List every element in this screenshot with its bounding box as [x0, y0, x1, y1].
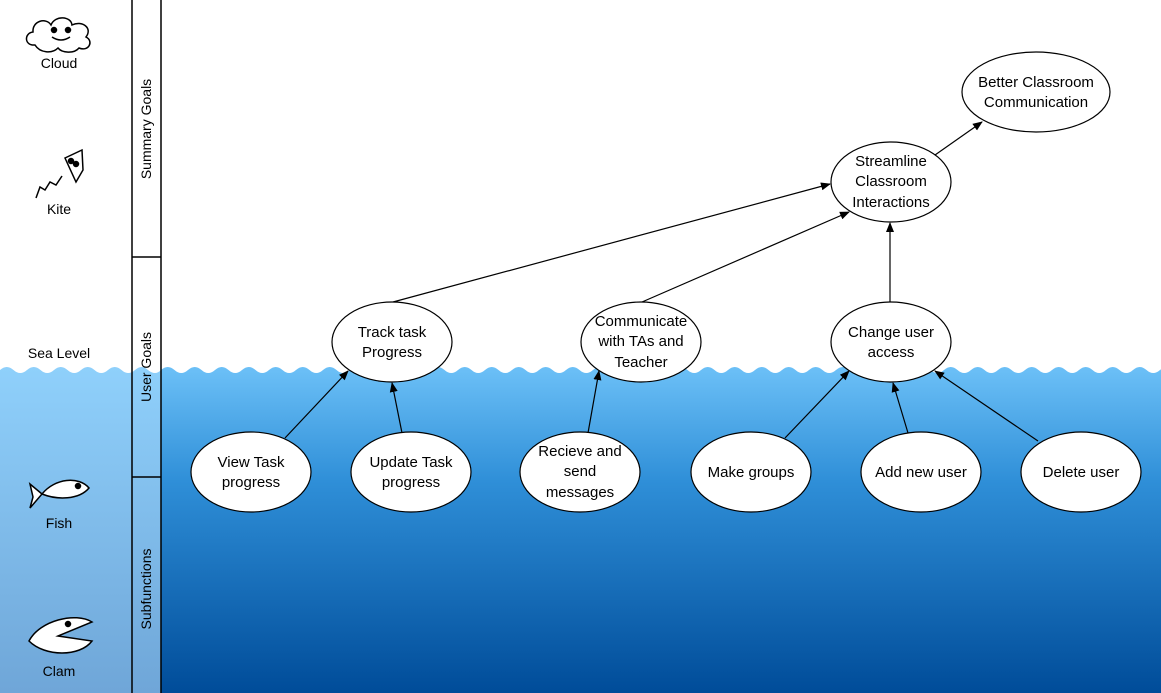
label-change-2: access — [868, 344, 915, 361]
label-streamline-2: Classroom — [855, 173, 927, 190]
edge-deleteuser-to-change — [934, 370, 1039, 442]
kite-icon — [35, 148, 84, 199]
label-deleteuser: Delete user — [1043, 464, 1120, 481]
label-better-1: Better Classroom — [978, 74, 1094, 91]
edges — [284, 121, 1039, 442]
node-labels: Better Classroom Communication Streamlin… — [218, 74, 1120, 501]
edge-track-to-streamline — [392, 182, 831, 303]
edge-makegroups-to-change — [784, 370, 850, 439]
label-better-2: Communication — [984, 94, 1088, 111]
edge-adduser-to-change — [891, 382, 909, 434]
label-communicate-1: Communicate — [595, 313, 688, 330]
goal-better-classroom-communication — [961, 51, 1111, 133]
edge-streamline-to-better — [934, 121, 983, 156]
edge-update-to-track — [389, 382, 403, 434]
lane-label-summary-goals: Summary Goals — [138, 79, 154, 179]
label-adduser: Add new user — [875, 464, 967, 481]
label-recieve-3: messages — [546, 484, 614, 501]
label-view-2: progress — [222, 474, 280, 491]
subfunction-recieve-send-messages — [519, 431, 641, 513]
fish-icon — [28, 479, 90, 509]
subfunction-add-new-user — [860, 431, 982, 513]
use-case-nodes — [190, 51, 1142, 513]
label-communicate-2: with TAs and — [597, 333, 683, 350]
label-communicate-3: Teacher — [614, 354, 667, 371]
edge-view-to-track — [284, 370, 349, 439]
cloud-icon — [25, 17, 91, 53]
label-streamline-3: Interactions — [852, 194, 930, 211]
label-streamline-1: Streamline — [855, 153, 927, 170]
label-view-1: View Task — [218, 454, 285, 471]
level-label-sea-level: Sea Level — [28, 345, 90, 361]
label-recieve-1: Recieve and — [538, 443, 621, 460]
label-track-1: Track task — [358, 324, 427, 341]
label-update-2: progress — [382, 474, 440, 491]
label-makegroups: Make groups — [708, 464, 795, 481]
subfunction-make-groups — [690, 431, 812, 513]
lane-label-subfunctions: Subfunctions — [138, 549, 154, 630]
level-label-cloud: Cloud — [41, 55, 78, 71]
goal-streamline-classroom-interactions — [830, 141, 952, 223]
level-label-kite: Kite — [47, 201, 71, 217]
subfunction-view-task-progress — [190, 431, 312, 513]
sea-background — [0, 367, 1161, 693]
clam-icon — [28, 617, 94, 654]
label-change-1: Change user — [848, 324, 934, 341]
goal-change-user-access — [830, 301, 952, 383]
subfunction-update-task-progress — [350, 431, 472, 513]
goal-track-task-progress — [331, 301, 453, 383]
lane-separators — [131, 0, 162, 693]
edge-recieve-to-communicate — [587, 370, 602, 434]
label-track-2: Progress — [362, 344, 422, 361]
lane-label-user-goals: User Goals — [138, 332, 154, 402]
label-update-1: Update Task — [369, 454, 453, 471]
subfunction-delete-user — [1020, 431, 1142, 513]
level-label-clam: Clam — [43, 663, 76, 679]
edge-communicate-to-streamline — [641, 211, 850, 303]
label-recieve-2: send — [564, 463, 597, 480]
goal-communicate-with-tas — [580, 301, 702, 383]
level-label-fish: Fish — [46, 515, 72, 531]
